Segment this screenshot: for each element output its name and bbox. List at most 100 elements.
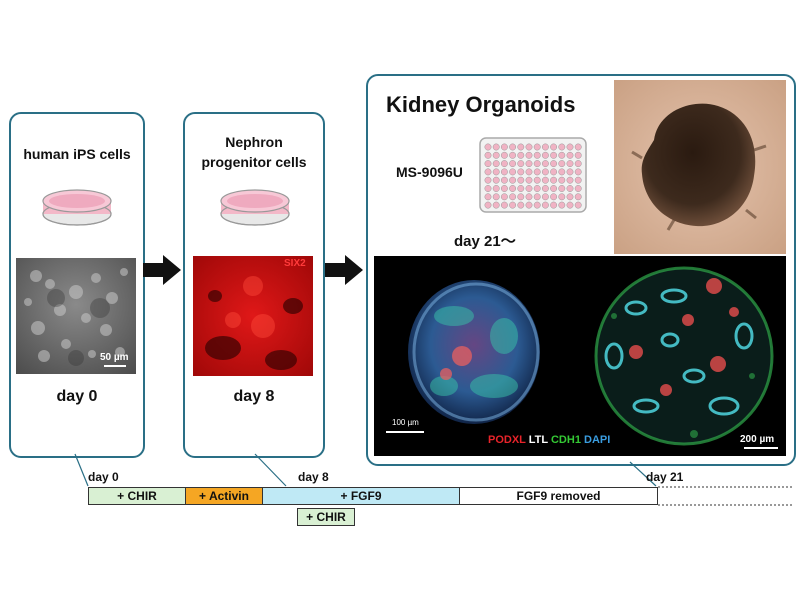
plate-well — [500, 168, 508, 176]
plate-well — [492, 168, 500, 176]
plate-well — [550, 185, 558, 192]
plate-well — [484, 193, 492, 201]
timeline-fgf9-segment: + FGF9 — [262, 487, 460, 505]
plate-well — [550, 143, 558, 151]
marker-ltl: LTL — [528, 434, 548, 446]
plate-well — [550, 151, 558, 159]
plate-well — [517, 160, 525, 168]
plate-well — [484, 151, 492, 159]
plate-well — [566, 176, 574, 184]
marker-podxl: PODXL — [488, 434, 526, 446]
plate-well — [533, 168, 541, 176]
plate-well — [517, 168, 525, 176]
plate-well — [517, 176, 525, 184]
plate-well — [484, 168, 492, 176]
plate-well — [550, 160, 558, 168]
plate-well — [574, 151, 582, 159]
right-arrow-icon — [143, 255, 181, 285]
plate-well — [533, 160, 541, 168]
timeline-activin-segment: + Activin — [185, 487, 263, 505]
plate-well — [517, 143, 525, 151]
plate-well — [492, 151, 500, 159]
fluorescence-organoid-image: 100 µm 200 µm PODXL LTL CDH1 DAPI — [374, 256, 786, 456]
culture-dish-icon — [42, 189, 112, 226]
plate-well — [550, 168, 558, 176]
plate-well — [509, 176, 517, 184]
npc-panel-title-line1: Nephron — [225, 134, 283, 150]
plate-well — [533, 201, 541, 209]
plate-well — [566, 185, 574, 192]
plate-well — [509, 185, 517, 192]
plate-well — [566, 168, 574, 176]
plate-well — [509, 201, 517, 209]
plate-well — [558, 176, 566, 184]
ips-micrograph: 50 µm — [16, 258, 136, 374]
plate-well — [484, 185, 492, 192]
six2-stain-label: SIX2 — [284, 258, 306, 269]
plate-label: MS-9096U — [396, 164, 463, 180]
plate-well — [533, 193, 541, 201]
plate-well — [550, 201, 558, 209]
organoid-panel: Kidney Organoids MS-9096U day 21〜 — [366, 74, 796, 466]
fluor-scalebar-left-label: 100 µm — [392, 418, 419, 427]
timeline-day21-label: day 21 — [646, 470, 684, 484]
plate-well — [566, 151, 574, 159]
plate-well — [492, 143, 500, 151]
plate-well — [541, 160, 549, 168]
brightfield-organoid-image — [614, 80, 786, 254]
npc-panel: Nephron progenitor cells SIX2 day 8 — [183, 112, 325, 458]
plate-well — [525, 168, 533, 176]
plate-well — [574, 185, 582, 192]
plate-well — [525, 143, 533, 151]
timeline-chir-segment: + CHIR — [88, 487, 186, 505]
well-plate-icon — [479, 137, 587, 213]
timeline-day0-label: day 0 — [88, 470, 119, 484]
plate-well — [517, 201, 525, 209]
fluor-scalebar-right-label: 200 µm — [740, 434, 775, 445]
plate-well — [517, 193, 525, 201]
npc-day-label: day 8 — [233, 388, 275, 405]
plate-well — [558, 201, 566, 209]
plate-well — [500, 193, 508, 201]
plate-well — [550, 176, 558, 184]
plate-well — [574, 160, 582, 168]
plate-well — [533, 143, 541, 151]
plate-well — [541, 176, 549, 184]
plate-well — [566, 160, 574, 168]
timeline-fgf9-removed-segment: FGF9 removed — [459, 487, 658, 505]
plate-well — [558, 185, 566, 192]
plate-well — [558, 160, 566, 168]
plate-well — [484, 176, 492, 184]
plate-well — [541, 143, 549, 151]
marker-dapi: DAPI — [584, 434, 611, 446]
plate-well — [509, 143, 517, 151]
plate-well — [525, 151, 533, 159]
plate-well — [500, 185, 508, 192]
plate-well — [574, 193, 582, 201]
timeline-day8-label: day 8 — [298, 470, 329, 484]
plate-well — [500, 176, 508, 184]
plate-well — [541, 168, 549, 176]
organoid-panel-title: Kidney Organoids — [386, 92, 576, 117]
ips-panel-title: human iPS cells — [23, 146, 131, 162]
plate-well — [525, 160, 533, 168]
plate-well — [566, 143, 574, 151]
plate-well — [541, 185, 549, 192]
right-arrow-icon — [325, 255, 363, 285]
plate-well — [500, 201, 508, 209]
plate-well — [500, 143, 508, 151]
plate-well — [517, 185, 525, 192]
plate-well — [525, 193, 533, 201]
plate-well — [492, 160, 500, 168]
plate-well — [574, 168, 582, 176]
timeline-chir-subsegment: + CHIR — [297, 508, 355, 526]
plate-well — [574, 201, 582, 209]
plate-well — [484, 143, 492, 151]
plate-well — [541, 151, 549, 159]
marker-cdh1: CDH1 — [550, 434, 581, 446]
plate-well — [566, 193, 574, 201]
npc-panel-title-line2: progenitor cells — [201, 154, 307, 170]
plate-well — [541, 193, 549, 201]
plate-well — [509, 193, 517, 201]
